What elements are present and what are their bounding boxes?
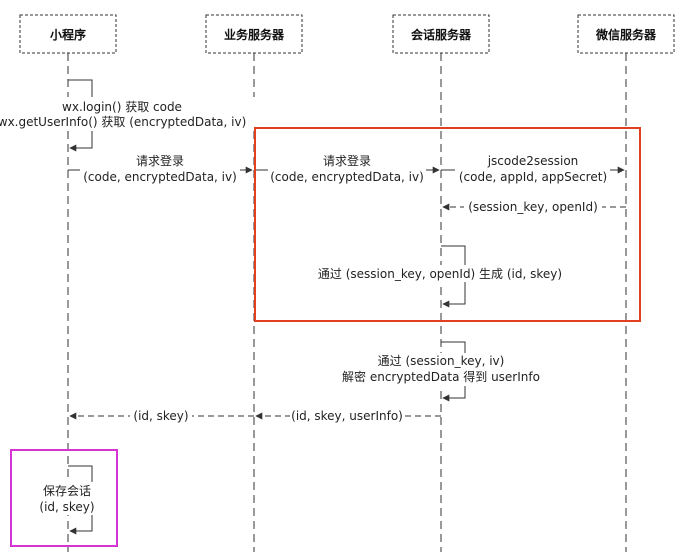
highlight-box-wechat-auth [254,127,641,322]
participant-label-wechat-server: 微信服务器 [595,27,657,42]
participant-box-wechat-server [577,14,675,54]
message-session-return-label-bg [464,199,602,215]
message-jscode2session-line1: jscode2session [487,154,579,168]
participant-label-miniprogram: 小程序 [50,27,86,42]
participant-label-business-server: 业务服务器 [224,27,285,42]
participant-box-session-server [392,14,490,54]
message-request-login-2-line2: (code, encryptedData, iv) [270,170,424,184]
message-request-login-1-line1: 请求登录 [136,153,184,168]
self-call-decrypt-label-bg [335,353,547,386]
self-call-save-label-bg [36,482,98,515]
message-user-return-label-bg [290,408,404,424]
self-call-save-line2: (id, skey) [39,500,94,514]
participant-box-business-server [205,14,303,54]
message-client-return-label: (id, skey) [133,409,188,423]
participant-box-miniprogram [19,14,117,54]
message-request-login-1-line2: (code, encryptedData, iv) [83,170,237,184]
message-session-return-label: (session_key, openId) [468,200,598,214]
self-call-login-label-bg [0,97,255,131]
self-call-decrypt-line1: 通过 (session_key, iv) [378,354,505,368]
participant-label-session-server: 会话服务器 [411,27,472,42]
highlight-box-client-save [10,449,118,547]
message-request-login-1-label-bg [80,152,240,186]
self-call-save-line1: 保存会话 [43,484,91,498]
self-call-login-line1: wx.login() 获取 code [62,100,182,114]
message-jscode2session-label-bg [455,152,610,186]
self-call-generate-label: 通过 (session_key, openId) 生成 (id, skey) [318,267,562,281]
message-user-return-label: (id, skey, userInfo) [291,409,403,423]
message-jscode2session-line2: (code, appId, appSecret) [459,170,607,184]
message-client-return-label-bg [130,408,192,424]
message-request-login-2-line1: 请求登录 [323,153,371,168]
self-call-decrypt-line2: 解密 encryptedData 得到 userInfo [342,369,540,384]
self-call-generate-label-bg [310,265,572,282]
message-request-login-2-label-bg [268,152,426,186]
self-call-login-line2: wx.getUserInfo() 获取 (encryptedData, iv) [0,115,246,129]
